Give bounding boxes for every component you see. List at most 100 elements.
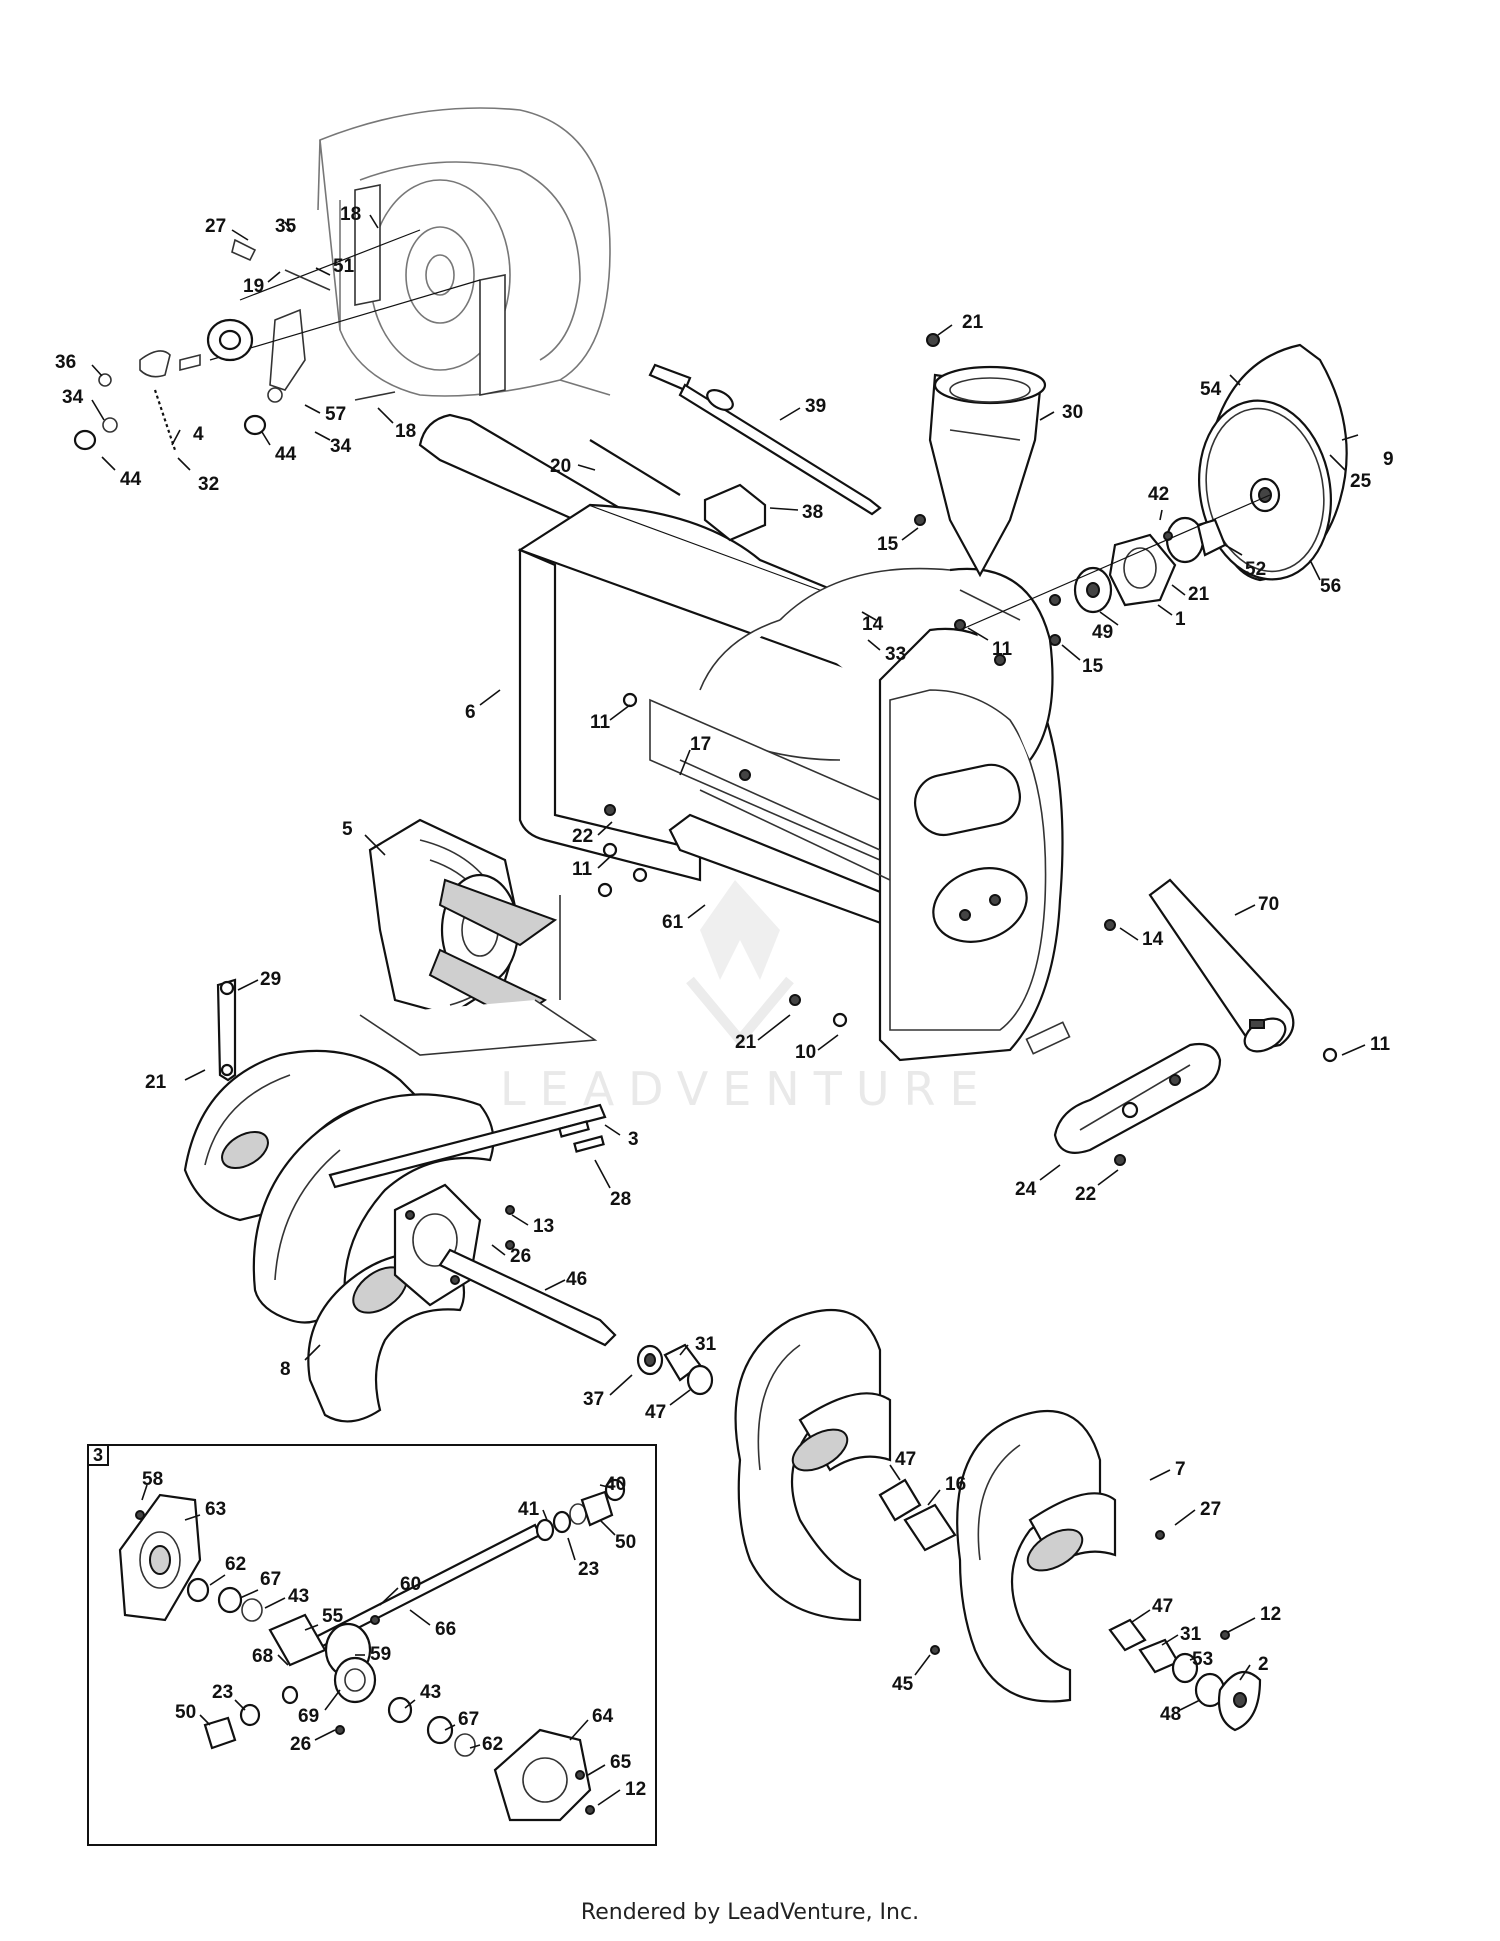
callout-label: 45 xyxy=(892,1674,914,1695)
callout-label: 16 xyxy=(945,1474,966,1495)
pin-20 xyxy=(589,439,681,496)
callout-label: 39 xyxy=(805,396,826,417)
callout-label: 34 xyxy=(62,387,84,408)
callout-label: 47 xyxy=(1152,1596,1173,1617)
callout-label: 52 xyxy=(1245,559,1266,580)
callout-labels: 27 35 18 19 51 36 34 4 44 32 57 34 44 18… xyxy=(55,204,1394,1800)
callout-label: 20 xyxy=(550,456,571,477)
callout-label: 21 xyxy=(1188,584,1210,605)
callout-label: 44 xyxy=(120,469,142,490)
bracket-38 xyxy=(703,483,767,542)
callout-label: 6 xyxy=(465,702,476,723)
callout-label: 13 xyxy=(533,1216,554,1237)
callout-label: 66 xyxy=(435,1619,456,1640)
callout-label: 22 xyxy=(572,826,593,847)
auger-housing xyxy=(418,413,1064,1062)
callout-label: 58 xyxy=(142,1469,163,1490)
callout-label: 30 xyxy=(1062,402,1083,423)
callout-label: 14 xyxy=(862,614,884,635)
watermark-text: LEADVENTURE xyxy=(500,1062,993,1116)
callout-label: 63 xyxy=(205,1499,226,1520)
callout-label: 28 xyxy=(610,1189,631,1210)
callout-label: 65 xyxy=(610,1752,632,1773)
callout-label: 67 xyxy=(260,1569,281,1590)
callout-label: 15 xyxy=(1082,656,1104,677)
callout-label: 35 xyxy=(275,216,297,237)
callout-label: 34 xyxy=(330,436,352,457)
callout-label: 21 xyxy=(735,1032,757,1053)
gearbox xyxy=(393,1183,482,1307)
auger-bearings-front xyxy=(636,1343,714,1396)
callout-label: 23 xyxy=(212,1682,233,1703)
auger-shaft xyxy=(328,1103,617,1347)
callout-label: 68 xyxy=(252,1646,273,1667)
callout-label: 57 xyxy=(325,404,346,425)
callout-label: 3 xyxy=(628,1129,639,1150)
callout-label: 14 xyxy=(1142,929,1164,950)
auger-housing-background xyxy=(317,107,611,397)
bracket-29 xyxy=(216,978,237,1082)
bearing-stack xyxy=(954,494,1271,666)
callout-label: 18 xyxy=(340,204,361,225)
callout-label: 32 xyxy=(198,474,219,495)
callout-label: 1 xyxy=(1175,609,1186,630)
callout-label: 23 xyxy=(578,1559,599,1580)
callout-label: 12 xyxy=(1260,1604,1281,1625)
callout-label: 7 xyxy=(1175,1459,1186,1480)
callout-label: 2 xyxy=(1258,1654,1269,1675)
callout-label: 59 xyxy=(370,1644,391,1665)
callout-label: 53 xyxy=(1192,1649,1213,1670)
housing-lip xyxy=(679,759,891,881)
discharge-chute xyxy=(926,333,1047,578)
auger-spiral-right xyxy=(956,1410,1117,1703)
callout-label: 11 xyxy=(572,859,593,880)
callout-label: 54 xyxy=(1200,379,1222,400)
skid-shoe xyxy=(1025,1021,1222,1154)
callout-label: 8 xyxy=(280,1359,291,1380)
callout-label: 12 xyxy=(625,1779,646,1800)
auger-pulley xyxy=(1198,343,1348,582)
callout-label: 17 xyxy=(690,734,711,755)
callout-label: 44 xyxy=(275,444,297,465)
callout-label: 25 xyxy=(1350,471,1372,492)
inset-number-label: 3 xyxy=(93,1445,103,1465)
footer-credit: Rendered by LeadVenture, Inc. xyxy=(580,1900,920,1925)
callout-label: 21 xyxy=(145,1072,167,1093)
auger-bearings-right xyxy=(878,1478,1262,1732)
callout-label: 41 xyxy=(518,1499,540,1520)
callout-label: 50 xyxy=(175,1702,196,1723)
callout-label: 9 xyxy=(1383,449,1394,470)
callout-label: 18 xyxy=(395,421,416,442)
callout-label: 33 xyxy=(885,644,906,665)
callout-label: 27 xyxy=(1200,1499,1221,1520)
callout-label: 38 xyxy=(802,502,823,523)
callout-label: 5 xyxy=(342,819,353,840)
callout-label: 4 xyxy=(193,424,204,445)
callout-label: 15 xyxy=(877,534,899,555)
handle-tube xyxy=(1148,878,1295,1053)
callout-label: 26 xyxy=(510,1246,531,1267)
callout-label: 21 xyxy=(962,312,984,333)
callout-label: 50 xyxy=(615,1532,636,1553)
callout-label: 24 xyxy=(1015,1179,1037,1200)
callout-label: 11 xyxy=(590,712,611,733)
callout-label: 10 xyxy=(795,1042,816,1063)
callout-label: 60 xyxy=(400,1574,421,1595)
auger-left xyxy=(183,1049,423,1222)
callout-label: 51 xyxy=(333,256,355,277)
callout-label: 62 xyxy=(482,1734,503,1755)
callout-label: 70 xyxy=(1258,894,1279,915)
callout-label: 48 xyxy=(1160,1704,1181,1725)
callout-label: 61 xyxy=(662,912,684,933)
callout-label: 40 xyxy=(605,1474,626,1495)
callout-label: 26 xyxy=(290,1734,311,1755)
callout-leaders xyxy=(91,214,1366,1806)
callout-label: 67 xyxy=(458,1709,479,1730)
callout-label: 37 xyxy=(583,1389,604,1410)
callout-label: 47 xyxy=(645,1402,666,1423)
callout-label: 42 xyxy=(1148,484,1169,505)
callout-label: 22 xyxy=(1075,1184,1096,1205)
callout-label: 56 xyxy=(1320,576,1341,597)
callout-label: 47 xyxy=(895,1449,916,1470)
callout-label: 64 xyxy=(592,1706,614,1727)
